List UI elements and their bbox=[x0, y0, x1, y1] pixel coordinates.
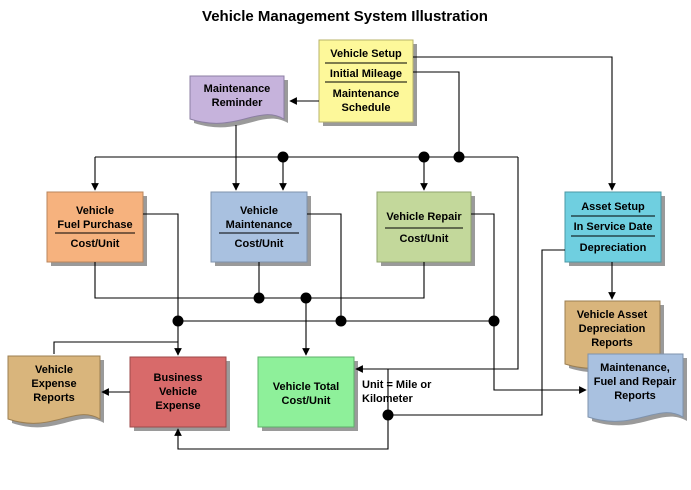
business-expense-label-2: Vehicle bbox=[159, 386, 197, 398]
arrow-mileage-to-total bbox=[355, 157, 519, 373]
mfr-reports-label-1: Maintenance, bbox=[600, 362, 670, 374]
asset-reports-label-3: Reports bbox=[591, 337, 633, 349]
junction-dot bbox=[335, 315, 347, 327]
business-expense-label-3: Expense bbox=[155, 400, 200, 412]
arrow-fuel-to-business bbox=[143, 213, 182, 356]
arrow-to-mfr-reports bbox=[471, 213, 587, 394]
maintenance-reminder-label-2: Reminder bbox=[212, 97, 263, 109]
junction-dot bbox=[300, 292, 312, 304]
fuel-purchase-box: Vehicle Fuel Purchase Cost/Unit bbox=[46, 191, 144, 263]
maintenance-schedule-label-2: Schedule bbox=[342, 102, 391, 114]
mfr-reports-label-3: Reports bbox=[614, 390, 656, 402]
junction-dot bbox=[488, 315, 500, 327]
vehicle-repair-label: Vehicle Repair bbox=[386, 211, 462, 223]
vehicle-expense-reports-document: Vehicle Expense Reports bbox=[7, 355, 101, 424]
vehicle-maintenance-label-2: Maintenance bbox=[226, 219, 293, 231]
total-cost-label-1: Vehicle Total bbox=[273, 381, 339, 393]
expense-reports-label-1: Vehicle bbox=[35, 364, 73, 376]
maintenance-schedule-label-1: Maintenance bbox=[333, 88, 400, 100]
asset-depreciation-reports-document: Vehicle Asset Depreciation Reports bbox=[564, 300, 661, 369]
vehicle-setup-box: Vehicle Setup Initial Mileage Maintenanc… bbox=[318, 39, 414, 123]
vehicle-maintenance-box: Vehicle Maintenance Cost/Unit bbox=[210, 191, 308, 263]
vehicle-setup-label: Vehicle Setup bbox=[330, 48, 402, 60]
asset-reports-label-1: Vehicle Asset bbox=[577, 309, 648, 321]
asset-reports-label-2: Depreciation bbox=[579, 323, 646, 335]
maintenance-fuel-repair-reports-document: Maintenance, Fuel and Repair Reports bbox=[587, 353, 684, 422]
fuel-purchase-label-1: Vehicle bbox=[76, 205, 114, 217]
initial-mileage-label: Initial Mileage bbox=[330, 68, 402, 80]
arrow-setup-to-asset bbox=[413, 56, 616, 191]
depreciation-label: Depreciation bbox=[580, 242, 647, 254]
wire-to-expense-reports bbox=[53, 341, 178, 354]
business-expense-label-1: Business bbox=[154, 372, 203, 384]
asset-setup-box: Asset Setup In Service Date Depreciation bbox=[564, 191, 662, 263]
wire-mileage bbox=[413, 71, 460, 157]
mfr-reports-label-2: Fuel and Repair bbox=[594, 376, 677, 388]
fuel-purchase-label-2: Fuel Purchase bbox=[57, 219, 132, 231]
junction-dot bbox=[453, 151, 465, 163]
junction-dot bbox=[277, 151, 289, 163]
expense-reports-label-3: Reports bbox=[33, 392, 75, 404]
wire-maint-out bbox=[307, 213, 342, 321]
wire-depreciation bbox=[388, 249, 565, 416]
total-cost-label-2: Cost/Unit bbox=[282, 395, 331, 407]
in-service-date-label: In Service Date bbox=[574, 221, 653, 233]
connectors bbox=[53, 56, 616, 450]
fuel-cost-unit-label: Cost/Unit bbox=[71, 238, 120, 250]
maintenance-reminder-document: Maintenance Reminder bbox=[189, 75, 285, 124]
business-vehicle-expense-box: Business Vehicle Expense bbox=[129, 356, 227, 428]
unit-note-line-1: Unit = Mile or bbox=[362, 379, 432, 391]
maintenance-cost-unit-label: Cost/Unit bbox=[235, 238, 284, 250]
vehicle-total-cost-box: Vehicle Total Cost/Unit bbox=[257, 356, 355, 428]
junction-dot bbox=[253, 292, 265, 304]
junction-dot bbox=[382, 409, 394, 421]
diagram-title: Vehicle Management System Illustration bbox=[202, 8, 488, 25]
asset-setup-label: Asset Setup bbox=[581, 201, 645, 213]
vehicle-repair-box: Vehicle Repair Cost/Unit bbox=[376, 191, 472, 263]
junction-dot bbox=[172, 315, 184, 327]
maintenance-reminder-label-1: Maintenance bbox=[204, 83, 271, 95]
expense-reports-label-2: Expense bbox=[31, 378, 76, 390]
repair-cost-unit-label: Cost/Unit bbox=[400, 233, 449, 245]
junction-dot bbox=[418, 151, 430, 163]
arrow-to-business-bottom bbox=[174, 369, 389, 450]
vehicle-maintenance-label-1: Vehicle bbox=[240, 205, 278, 217]
